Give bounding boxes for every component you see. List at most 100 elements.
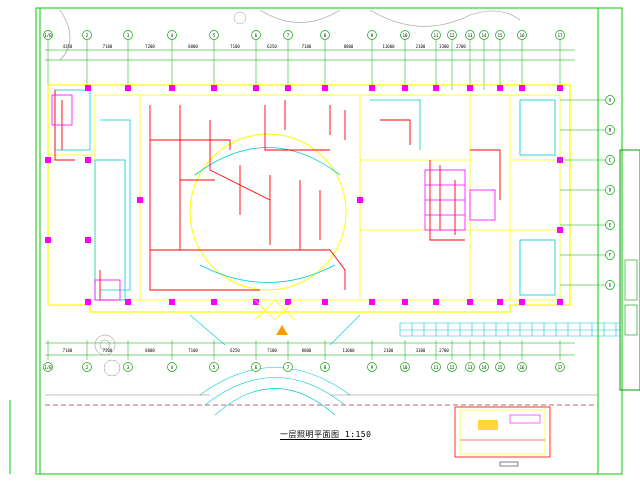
column-marker: [253, 85, 259, 91]
grid-bubble-bottom: [251, 362, 261, 372]
entrance-marker: [276, 325, 288, 335]
column-marker: [433, 299, 439, 305]
column-marker: [137, 197, 143, 203]
grid-bubble-top: [495, 30, 505, 40]
grid-bubble-right: [605, 280, 615, 290]
grid-bubble-label: 16: [520, 365, 525, 370]
column-marker: [497, 85, 503, 91]
grid-bubble-label: 10: [403, 365, 408, 370]
dimension-label: 7100: [302, 44, 312, 49]
grid-bubble-bottom: [367, 362, 377, 372]
grid-bubble-bottom: [465, 362, 475, 372]
grid-bubble-bottom: [517, 362, 527, 372]
dimension-label: 2700: [456, 44, 466, 49]
grid-bubble-label: 17: [558, 365, 563, 370]
column-marker: [169, 85, 175, 91]
grid-bubble-bottom: [123, 362, 133, 372]
grid-bubble-top: [367, 30, 377, 40]
column-marker: [211, 85, 217, 91]
column-marker: [322, 85, 328, 91]
grid-bubble-bottom: [43, 362, 53, 372]
dimension-label: 3300: [416, 348, 426, 353]
entrance-lattice: [254, 299, 296, 321]
grid-bubble-label: 1/B: [44, 365, 52, 370]
grid-bubble-top: [251, 30, 261, 40]
grid-bubble-bottom: [209, 362, 219, 372]
detail-inset: [454, 406, 551, 467]
dimension-label: 2100: [384, 348, 394, 353]
grid-bubble-top: [283, 30, 293, 40]
grid-bubble-label: 16: [520, 33, 525, 38]
grid-bubble-label: D: [609, 188, 612, 193]
grid-bubble-top: [431, 30, 441, 40]
grid-bubble-label: 12: [450, 365, 455, 370]
grid-bubble-label: 6: [255, 33, 258, 38]
grid-bubble-label: 17: [558, 33, 563, 38]
column-marker: [369, 299, 375, 305]
grid-bubble-label: 4: [171, 33, 174, 38]
column-marker: [169, 299, 175, 305]
grid-bubble-top: [43, 30, 53, 40]
column-marker: [85, 299, 91, 305]
grid-bubble-label: 15: [498, 365, 503, 370]
column-marker: [433, 85, 439, 91]
grid-bubble-bottom: [495, 362, 505, 372]
column-marker: [467, 85, 473, 91]
column-marker: [322, 299, 328, 305]
trees: [94, 334, 121, 377]
grid-bubble-right: [605, 185, 615, 195]
grid-bubble-right: [605, 220, 615, 230]
grid-bubble-top: [123, 30, 133, 40]
grid-bubble-bottom: [167, 362, 177, 372]
grid-bubble-right: [605, 95, 615, 105]
title-block: [597, 7, 623, 475]
column-marker: [285, 85, 291, 91]
dimension-label: 7100: [63, 348, 73, 353]
grid-bubble-top: [320, 30, 330, 40]
grid-bubble-bottom: [447, 362, 457, 372]
grid-bubble-label: A: [609, 98, 612, 103]
dimension-label: 2700: [439, 348, 449, 353]
dimension-label: 8800: [302, 348, 312, 353]
grid-bubble-label: 9: [371, 365, 374, 370]
grid-bubble-top: [400, 30, 410, 40]
drawing-title: 一层照明平面图 1:150: [280, 430, 372, 439]
grid-bubble-label: 3: [127, 365, 130, 370]
dimension-label: 7200: [145, 44, 155, 49]
grid-bubble-label: 5: [213, 33, 216, 38]
column-marker: [357, 197, 363, 203]
grid-bubble-top: [209, 30, 219, 40]
grid-bubble-bottom: [82, 362, 92, 372]
grid-bubble-label: G: [609, 283, 612, 288]
column-marker: [369, 85, 375, 91]
dimension-label: 8800: [344, 44, 354, 49]
grid-bubble-label: F: [609, 253, 612, 258]
column-marker: [85, 85, 91, 91]
fence: [400, 322, 620, 337]
column-marker: [285, 299, 291, 305]
lighting-wiring: [54, 90, 501, 301]
dimension-label: 7200: [103, 348, 113, 353]
drawing-frame: [35, 7, 623, 475]
column-marker: [45, 157, 51, 163]
grid-bubble-bottom: [320, 362, 330, 372]
grid-bubble-label: 10: [403, 33, 408, 38]
dimension-label: 8800: [145, 348, 155, 353]
grid-bubble-label: 12: [450, 33, 455, 38]
grid-bubble-top: [447, 30, 457, 40]
column-marker: [85, 157, 91, 163]
grid-bubble-bottom: [400, 362, 410, 372]
grid-bubble-top: [479, 30, 489, 40]
grid-bubble-bottom: [555, 362, 565, 372]
column-marker: [85, 237, 91, 243]
grid-bubble-label: 15: [498, 33, 503, 38]
atrium-circle: [189, 133, 347, 291]
grid-bubble-bottom: [283, 362, 293, 372]
dimension-label: 8800: [188, 44, 198, 49]
column-marker: [125, 85, 131, 91]
grid-bubble-top: [465, 30, 475, 40]
grid-bubble-label: 2: [86, 33, 89, 38]
grid-bubble-right: [605, 155, 615, 165]
grid-bubble-label: 3: [127, 33, 130, 38]
